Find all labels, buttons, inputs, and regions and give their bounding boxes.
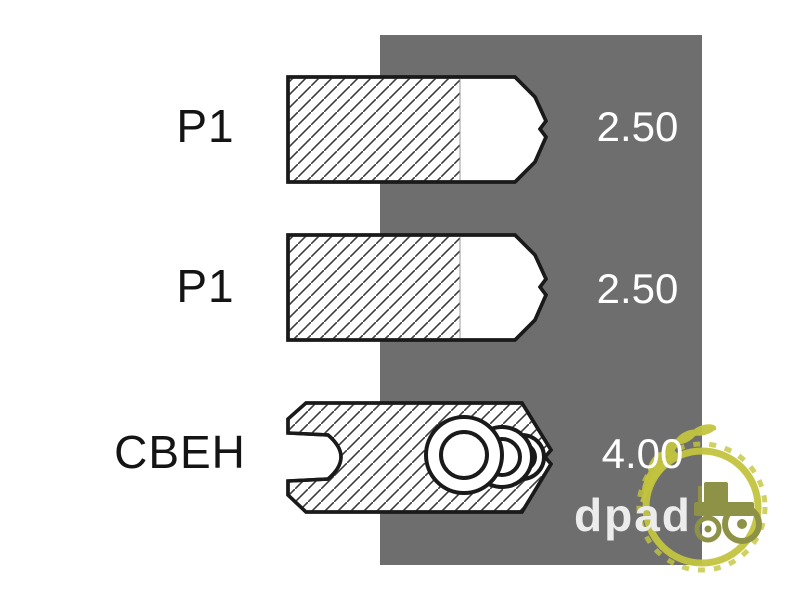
hatch-area (288, 235, 460, 340)
ring-label-1: P1 (176, 100, 235, 152)
gear-circle-icon (636, 441, 768, 573)
ring-label-3: CBEH (114, 426, 246, 478)
compression-ring-drawing-2 (286, 233, 549, 342)
hatch-area (288, 77, 460, 182)
ring-size-value-2: 2.50 (596, 265, 679, 312)
coil-spring-icon (424, 415, 546, 495)
compression-ring-drawing-1 (286, 75, 549, 184)
watermark-text: dpad (574, 489, 692, 541)
watermark-logo (636, 424, 768, 573)
ring-outline (286, 75, 549, 184)
oil-ring-drawing (286, 401, 554, 514)
ring-label-2: P1 (176, 260, 235, 312)
ring-outline (286, 401, 554, 514)
ring-size-value-1: 2.50 (596, 103, 679, 150)
ring-size-value-3: 4.00 (601, 430, 684, 477)
ring-outline (286, 233, 549, 342)
tractor-icon (694, 482, 762, 544)
wheat-icon (640, 424, 717, 503)
